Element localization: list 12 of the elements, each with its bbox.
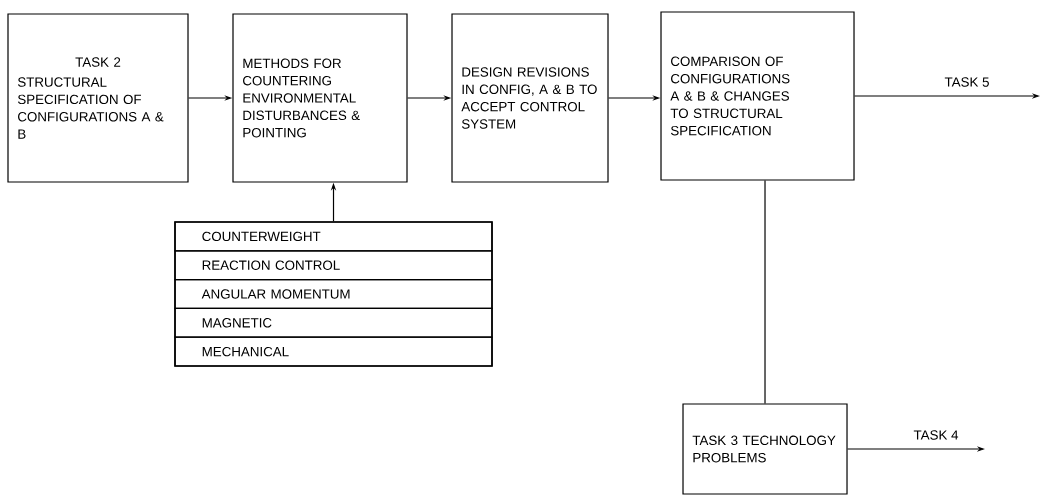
list-row: REACTION CONTROL (174, 250, 493, 281)
list-row: COUNTERWEIGHT (174, 221, 493, 252)
process-box: METHODS FOR COUNTERING ENVIRONMENTAL DISTURBANCES & POINTING (232, 13, 408, 183)
edge-label: TASK 4 (912, 428, 960, 442)
process-box: COMPARISON OF CONFIGURATIONS A & B & CHANGES TO STRUCTURAL SPECIFICATION (660, 11, 855, 181)
list-row: ANGULAR MOMENTUM (174, 279, 493, 309)
edge-label: TASK 5 (943, 75, 991, 89)
list-row: MAGNETIC (174, 307, 493, 338)
process-box: DESIGN REVISIONS IN CONFIG, A & B TO ACCEPT CONTROL SYSTEM (451, 13, 609, 183)
process-box: TASK 3 TECHNOLOGY PROBLEMS (682, 403, 848, 495)
process-box: TASK 2 STRUCTURAL SPECIFICATION OF CONFIGURATIONS A & B (7, 13, 189, 183)
list-row: MECHANICAL (174, 336, 493, 367)
